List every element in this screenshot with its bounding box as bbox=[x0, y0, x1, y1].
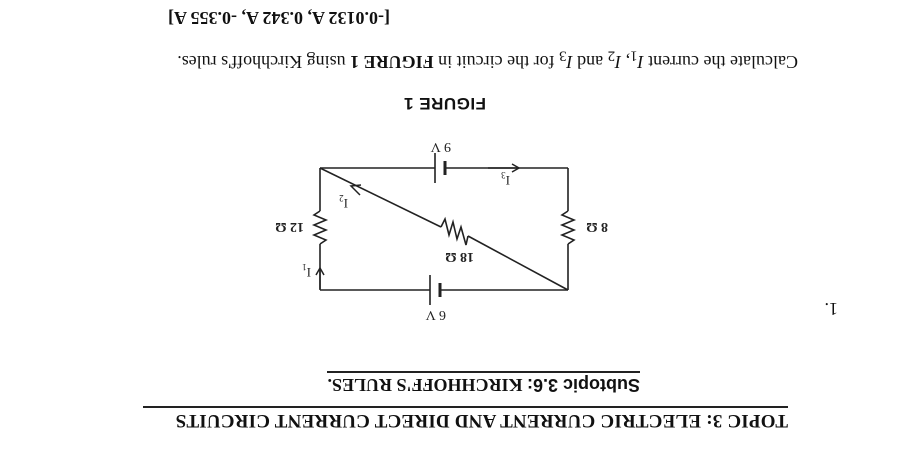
battery-9v-symbol bbox=[434, 153, 447, 183]
resistor-8-label: 8 Ω bbox=[586, 219, 608, 234]
current-i1-label: I1 bbox=[302, 262, 311, 280]
figure-label: FIGURE 1 bbox=[403, 94, 486, 113]
figure-reference: FIGURE 1 bbox=[350, 52, 434, 72]
current-i2-label: I2 bbox=[339, 193, 348, 211]
current-i3-label: I3 bbox=[501, 170, 510, 188]
current-i1-arrow bbox=[315, 266, 325, 289]
answer-text: [-0.0132 A, 0.342 A, -0.355 A] bbox=[168, 8, 390, 28]
resistor-18-label: 18 Ω bbox=[445, 249, 474, 264]
current-i2-arrow bbox=[349, 184, 362, 196]
battery-6v-symbol bbox=[429, 275, 442, 305]
current-i3-arrow bbox=[488, 163, 521, 173]
battery-9v-label: 9 V bbox=[431, 139, 451, 154]
question-text: Calculate the current I1, I2 and I3 for … bbox=[177, 47, 798, 72]
resistor-12-label: 12 Ω bbox=[275, 219, 304, 234]
battery-6v-label: 6 V bbox=[426, 307, 446, 322]
